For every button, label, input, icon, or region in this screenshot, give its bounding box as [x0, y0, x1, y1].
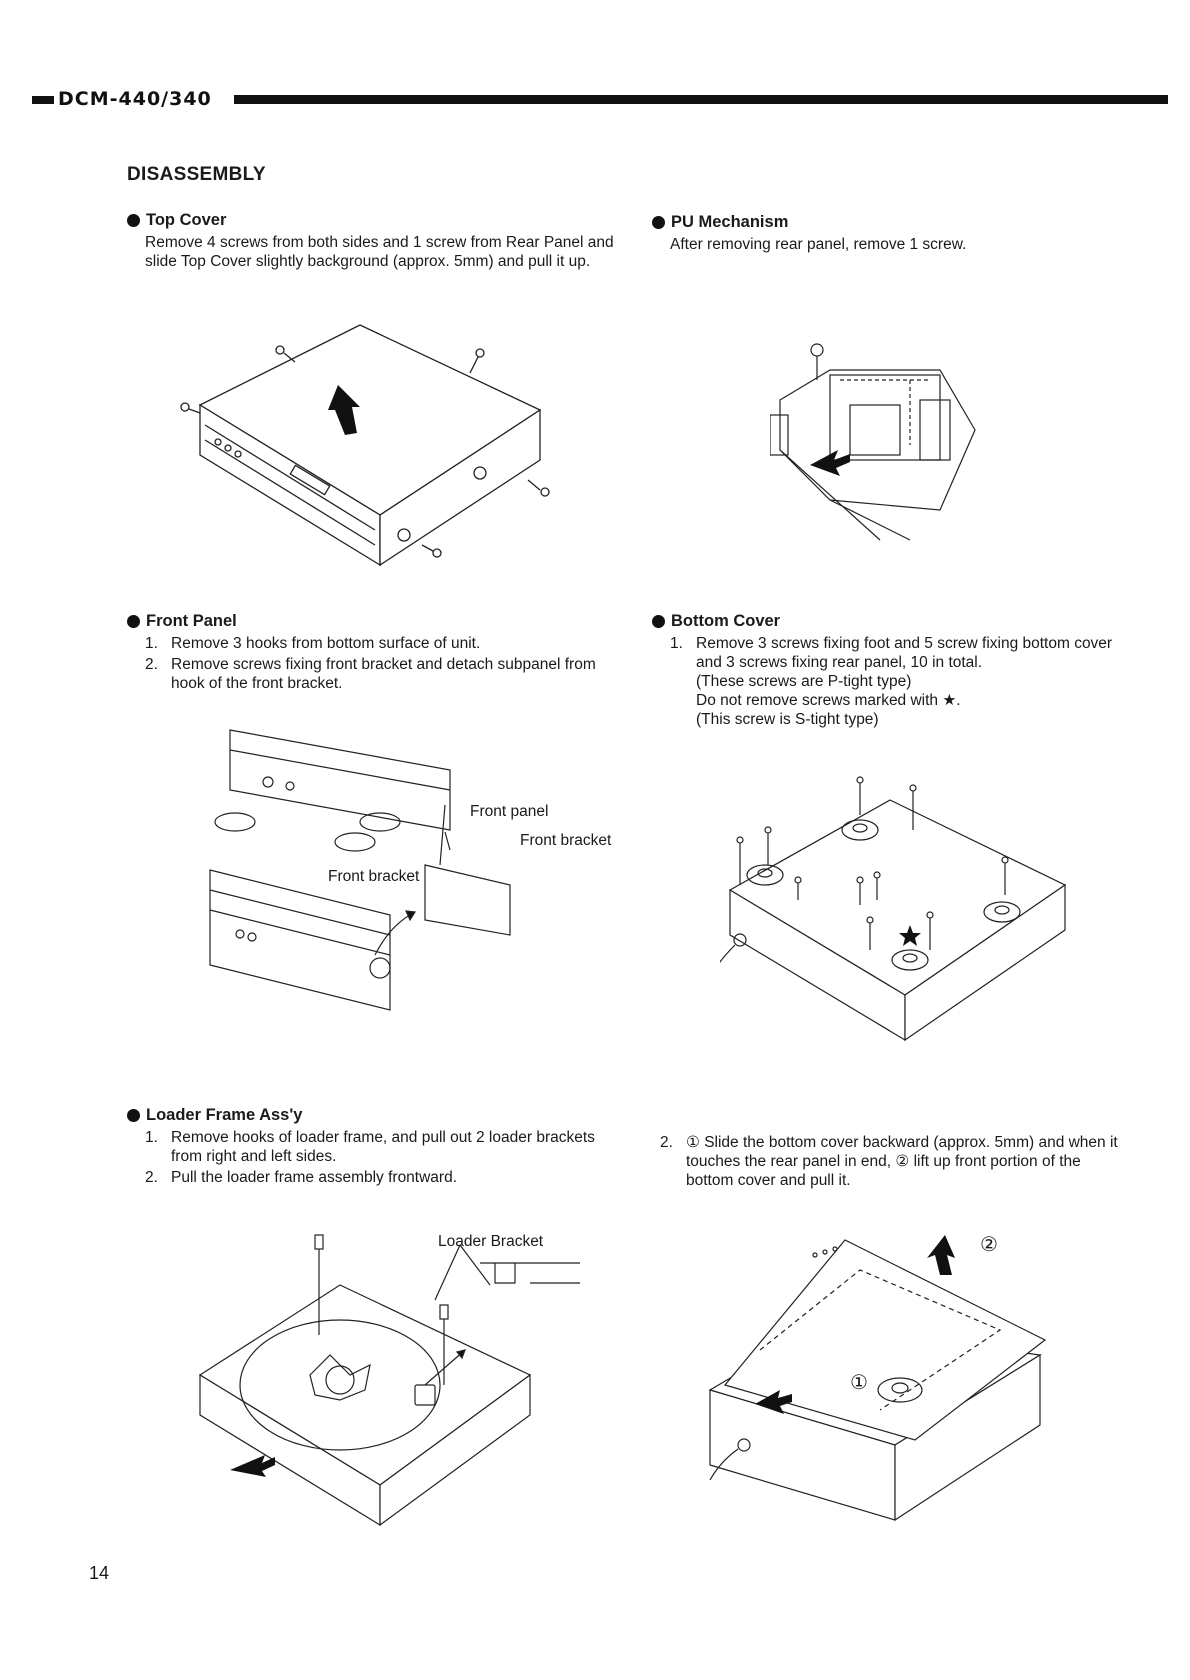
list-item: 1.Remove hooks of loader frame, and pull… — [145, 1129, 595, 1165]
section-loader-frame: Loader Frame Ass'y 1.Remove hooks of loa… — [127, 1106, 597, 1189]
section-top-cover: Top Cover Remove 4 screws from both side… — [127, 211, 617, 271]
step-marker-1: ① — [850, 1372, 868, 1394]
bullet-icon — [652, 615, 665, 628]
section-body: Remove 4 screws from both sides and 1 sc… — [145, 234, 614, 270]
page-number: 14 — [89, 1563, 110, 1583]
list-item: 2.① Slide the bottom cover backward (app… — [660, 1134, 1118, 1189]
pu-mechanism-diagram — [770, 340, 990, 550]
loader-frame-diagram — [190, 1225, 590, 1535]
front-bracket-label-left: Front bracket — [328, 868, 420, 885]
section-heading: Front Panel — [146, 612, 237, 630]
step-marker-2: ② — [980, 1234, 998, 1256]
bullet-icon — [127, 615, 140, 628]
list-item: 1. Remove 3 screws fixing foot and 5 scr… — [670, 635, 1113, 728]
bottom-cover-removal-diagram — [700, 1230, 1060, 1530]
bottom-cover-diagram — [720, 770, 1080, 1050]
front-bracket-label-right: Front bracket — [520, 832, 612, 849]
bullet-icon — [127, 1109, 140, 1122]
front-panel-diagram — [200, 720, 600, 1050]
loader-bracket-label: Loader Bracket — [438, 1233, 544, 1250]
page-title: DISASSEMBLY — [127, 164, 266, 185]
section-bottom-cover: Bottom Cover 1. Remove 3 screws fixing f… — [652, 612, 1122, 731]
model-name: DCM-440/340 — [58, 88, 212, 110]
top-cover-diagram — [160, 315, 580, 575]
section-body: After removing rear panel, remove 1 scre… — [670, 236, 967, 253]
section-heading: Top Cover — [146, 211, 227, 229]
section-bottom-cover-step2: 2.① Slide the bottom cover backward (app… — [660, 1130, 1125, 1192]
section-heading: Loader Frame Ass'y — [146, 1106, 303, 1124]
header-rule — [234, 95, 1168, 104]
front-panel-label: Front panel — [470, 803, 549, 820]
bullet-icon — [127, 214, 140, 227]
page-header: DCM-440/340 — [32, 89, 1168, 109]
section-front-panel: Front Panel 1.Remove 3 hooks from bottom… — [127, 612, 597, 695]
list-item: 2.Pull the loader frame assembly frontwa… — [145, 1169, 458, 1186]
header-lead-bar — [32, 96, 54, 104]
section-pu-mechanism: PU Mechanism After removing rear panel, … — [652, 213, 1132, 254]
section-heading: PU Mechanism — [671, 213, 789, 231]
bullet-icon — [652, 216, 665, 229]
list-item: 2.Remove screws fixing front bracket and… — [145, 656, 596, 692]
section-heading: Bottom Cover — [671, 612, 781, 630]
list-item: 1.Remove 3 hooks from bottom surface of … — [145, 635, 481, 652]
